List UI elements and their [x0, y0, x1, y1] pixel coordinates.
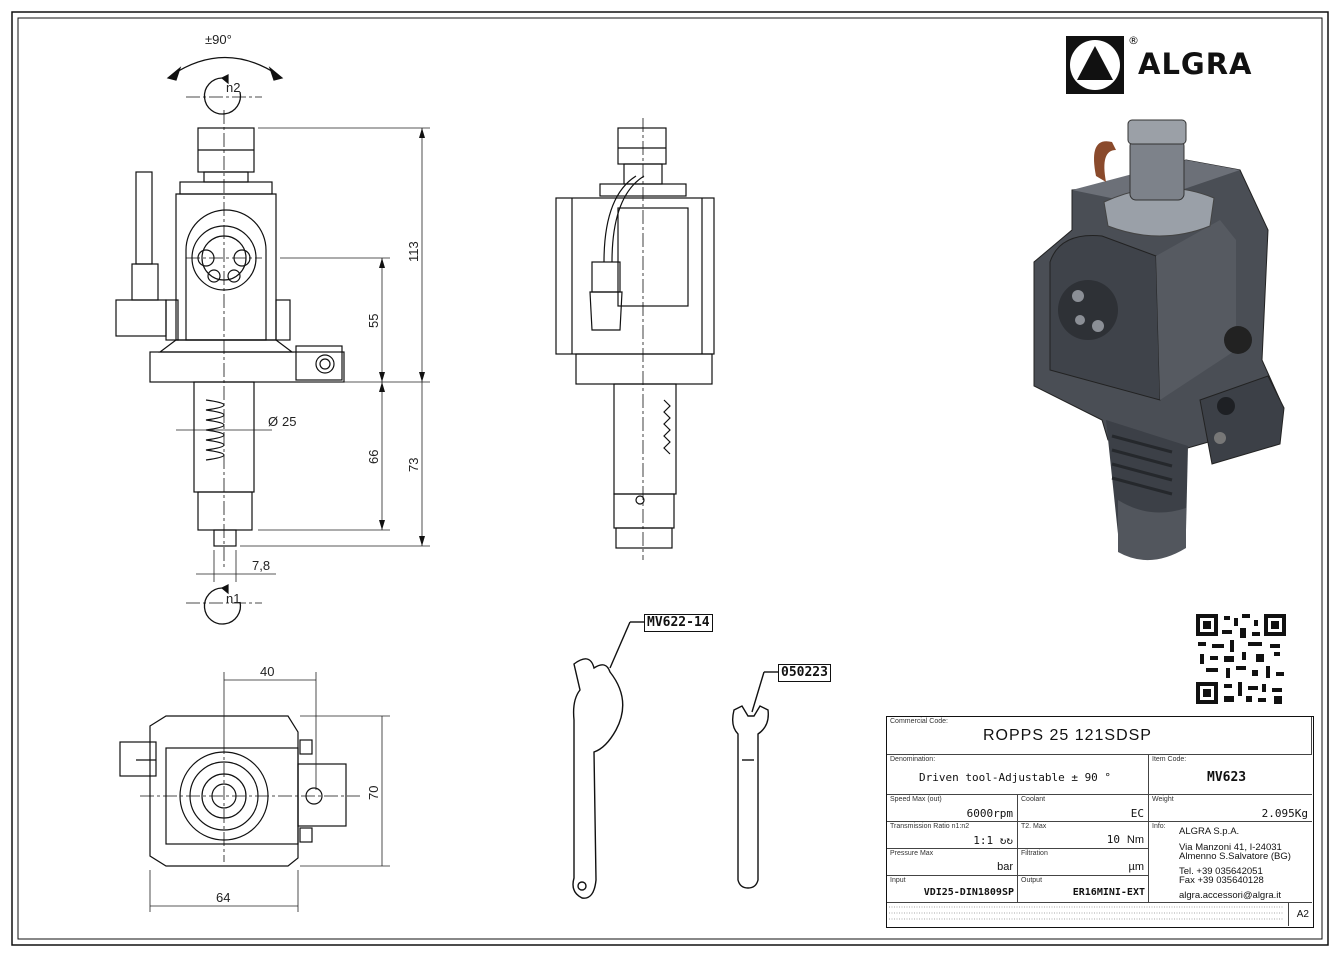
info-tel: Tel. +39 035642051 — [1179, 866, 1263, 877]
pressure-cell: Pressure Max bar — [887, 849, 1018, 876]
weight-cell: Weight 2.095Kg — [1149, 795, 1312, 822]
dim-diameter-25: 25 — [282, 414, 296, 429]
wrench-hook — [572, 621, 644, 899]
coolant-label: Coolant — [1021, 796, 1046, 803]
dim-113: 113 — [406, 241, 421, 262]
ratio-label: Transmission Ratio n1:n2 — [890, 823, 970, 830]
denomination-value: Driven tool-Adjustable ± 90 ° — [919, 771, 1112, 784]
weight-value: 2.095Kg — [1261, 807, 1308, 820]
sheet-size: A2 — [1296, 909, 1309, 920]
ratio-value: 1:1 ↻↻ — [973, 834, 1013, 847]
dim-n2-label: n2 — [226, 80, 240, 95]
torque-cell: T2. Max 10 Nm — [1018, 822, 1149, 849]
dim-rotation-angle: ±90° — [205, 32, 232, 47]
info-label: Info: — [1152, 823, 1166, 830]
item-code-cell: Item Code: MV623 — [1149, 755, 1312, 795]
input-cell: Input VDI25-DIN1809SP — [887, 876, 1018, 903]
fine-print-pattern — [889, 906, 1283, 920]
coolant-value: EC — [1130, 807, 1144, 820]
dim-64: 64 — [216, 890, 230, 905]
torque-value: 10 — [1106, 833, 1120, 846]
algra-logo-text: ALGRA — [1138, 47, 1253, 81]
input-value: VDI25-DIN1809SP — [923, 887, 1014, 898]
info-cell: Info: ALGRA S.p.A. Via Manzoni 41, I-240… — [1149, 822, 1312, 903]
info-email[interactable]: algra.accessori@algra.it — [1179, 890, 1282, 901]
coolant-cell: Coolant EC — [1018, 795, 1149, 822]
pressure-value: bar — [997, 861, 1013, 873]
algra-logo-mark — [1066, 36, 1124, 94]
legal-fine-print — [887, 903, 1289, 926]
diameter-symbol: Ø — [268, 414, 278, 429]
pressure-label: Pressure Max — [890, 850, 934, 857]
dim-55: 55 — [366, 314, 381, 328]
info-company: ALGRA S.p.A. — [1179, 826, 1240, 837]
commercial-code-cell: Commercial Code: ROPPS 25 121SDSP — [887, 717, 1312, 755]
dim-40: 40 — [260, 664, 274, 679]
dim-n1-label: n1 — [226, 591, 240, 606]
callout-wrench-1: MV622-14 — [644, 614, 713, 632]
ratio-cell: Transmission Ratio n1:n2 1:1 ↻↻ — [887, 822, 1018, 849]
front-view — [115, 56, 345, 625]
info-city: Almenno S.Salvatore (BG) — [1179, 851, 1291, 862]
filtration-value: µm — [1128, 861, 1144, 873]
front-dimensions — [176, 127, 430, 582]
output-label: Output — [1021, 877, 1043, 884]
dim-66: 66 — [366, 450, 381, 464]
torque-unit: Nm — [1126, 834, 1144, 846]
item-code-value: MV623 — [1207, 770, 1247, 785]
input-label: Input — [890, 877, 906, 884]
output-cell: Output ER16MINI-EXT — [1018, 876, 1149, 903]
info-address: Via Manzoni 41, I-24031 — [1179, 842, 1282, 853]
commercial-code-label: Commercial Code: — [890, 718, 948, 725]
bottom-view — [119, 715, 360, 867]
weight-label: Weight — [1152, 796, 1174, 803]
front-arrowheads — [379, 128, 425, 546]
filtration-label: Filtration — [1021, 850, 1048, 857]
item-code-label: Item Code: — [1152, 756, 1187, 763]
wrench-open — [731, 671, 778, 889]
dim-7-8: 7,8 — [252, 558, 270, 573]
title-block: Commercial Code: ROPPS 25 121SDSP Denomi… — [886, 716, 1314, 928]
side-view — [555, 118, 715, 560]
callout-wrench-2: 050223 — [778, 664, 831, 682]
speed-value: 6000rpm — [966, 807, 1013, 820]
speed-cell: Speed Max (out) 6000rpm — [887, 795, 1018, 822]
output-value: ER16MINI-EXT — [1072, 887, 1145, 898]
registered-mark: ® — [1128, 34, 1139, 47]
filtration-cell: Filtration µm — [1018, 849, 1149, 876]
torque-label: T2. Max — [1021, 823, 1047, 830]
speed-label: Speed Max (out) — [890, 796, 942, 803]
denomination-label: Denomination: — [890, 756, 936, 763]
product-3d-render — [1033, 119, 1285, 561]
dim-70: 70 — [366, 786, 381, 800]
info-fax: Fax +39 035640128 — [1179, 875, 1264, 886]
bottom-dimensions — [149, 672, 390, 912]
qr-code — [1196, 614, 1286, 704]
denomination-cell: Denomination: Driven tool-Adjustable ± 9… — [887, 755, 1149, 795]
commercial-code-value: ROPPS 25 121SDSP — [983, 727, 1152, 744]
dim-73: 73 — [406, 458, 421, 472]
